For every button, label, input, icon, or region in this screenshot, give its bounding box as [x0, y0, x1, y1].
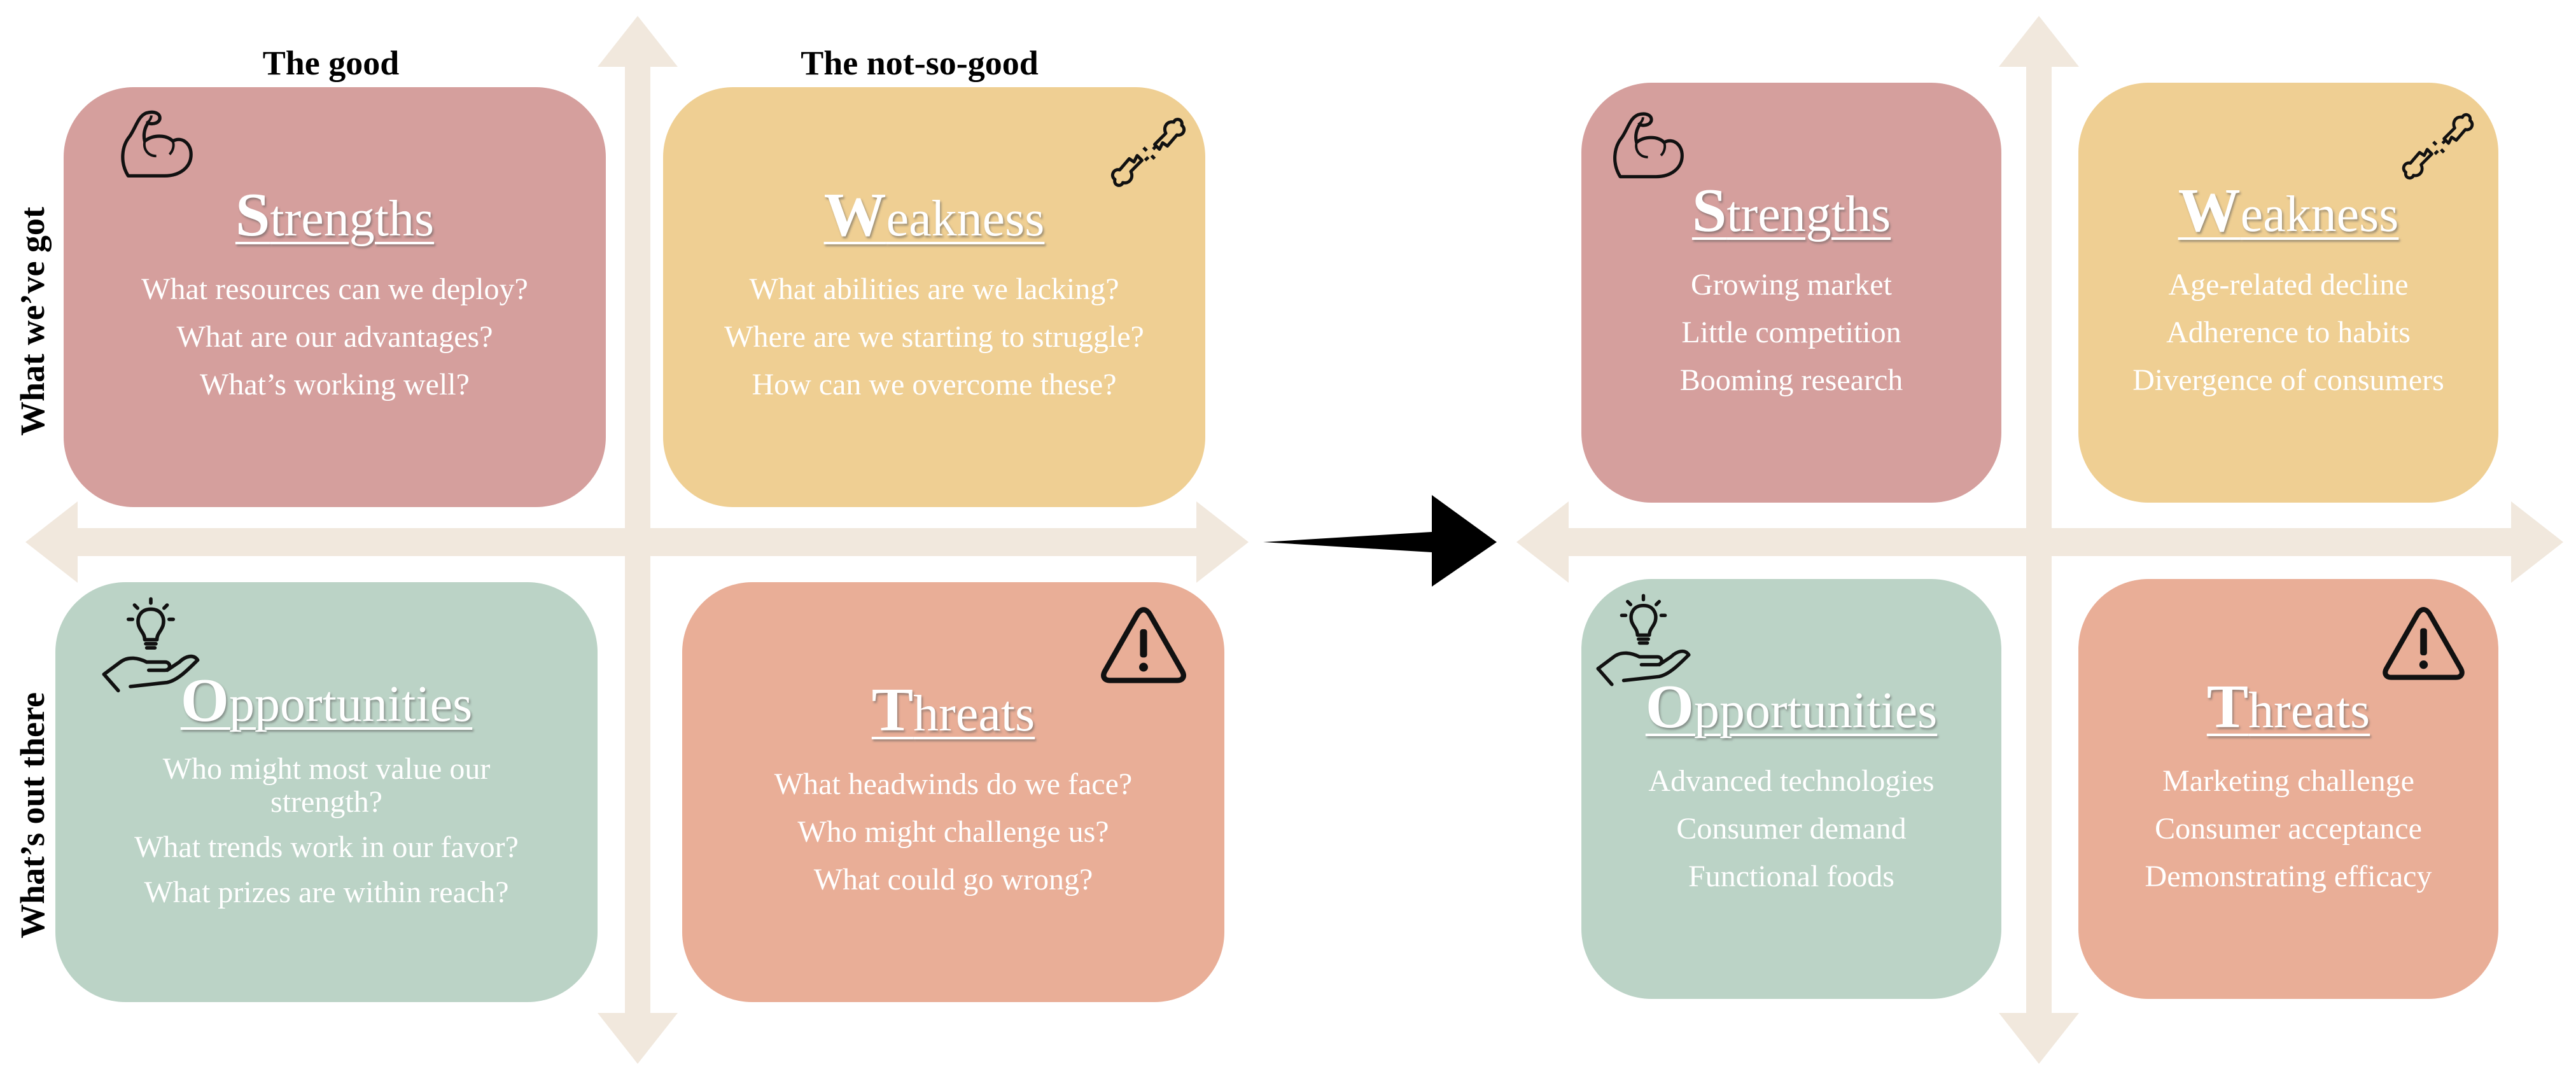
left-axis-arrow-up [598, 16, 678, 67]
right-axis-arrow-left [1516, 501, 1569, 583]
list-item: Growing market [1691, 268, 1892, 302]
weakness-items: Age-related decline Adherence to habits … [2085, 267, 2492, 410]
strengths-items: Growing market Little competition Boomin… [1600, 267, 1982, 410]
left-strengths-card: Strengths What resources can we deploy? … [64, 87, 606, 507]
left-axis-arrow-down [598, 1013, 678, 1064]
right-strengths-card: Strengths Growing market Little competit… [1581, 83, 2001, 503]
column-header-good: The good [262, 44, 400, 82]
threats-title: Threats [2078, 671, 2498, 743]
title-rest: eakness [886, 191, 1045, 247]
broken-bone-icon [2402, 113, 2474, 180]
opportunities-title: Opportunities [55, 665, 598, 736]
title-rest: eakness [2240, 186, 2399, 242]
list-item: What trends work in our favor? [134, 830, 519, 864]
broken-bone-icon [1110, 118, 1186, 187]
title-rest: hreats [913, 686, 1035, 742]
left-opportunities-card: Opportunities Who might most value our s… [55, 582, 598, 1002]
threats-items: Marketing challenge Consumer acceptance … [2097, 764, 2479, 907]
list-item: Advanced technologies [1648, 764, 1935, 798]
list-item: Who might most value our strength? [162, 752, 491, 819]
warning-triangle-icon [1101, 607, 1186, 683]
left-axes [25, 16, 1249, 1064]
right-horizontal-axis [1559, 528, 2526, 556]
right-axis-arrow-right [2511, 501, 2563, 583]
column-header-not-so-good: The not-so-good [801, 44, 1039, 82]
title-initial: S [1691, 176, 1727, 245]
title-rest: hreats [2248, 683, 2370, 739]
opportunities-title: Opportunities [1581, 671, 2001, 743]
strengths-title: Strengths [1581, 175, 2001, 246]
right-opportunities-card: Opportunities Advanced technologies Cons… [1581, 579, 2001, 999]
list-item: What prizes are within reach? [144, 875, 509, 909]
title-rest: pportunities [1694, 683, 1938, 739]
row-header-whats-out-there: What’s out there [13, 692, 52, 938]
list-item: Marketing challenge [2162, 764, 2414, 798]
title-initial: O [180, 666, 230, 735]
list-item: Consumer acceptance [2155, 812, 2422, 846]
weakness-title: Weakness [663, 179, 1205, 251]
list-item: Little competition [1681, 316, 1901, 349]
threats-items: What headwinds do we face? Who might cha… [701, 767, 1205, 910]
row-header-what-weve-got: What we’ve got [13, 207, 52, 436]
list-item: How can we overcome these? [752, 368, 1117, 401]
list-item: What resources can we deploy? [141, 272, 528, 306]
warning-triangle-icon [2383, 607, 2465, 680]
lightbulb-hand-icon [102, 597, 200, 693]
flexed-bicep-icon [1613, 112, 1684, 179]
title-rest: trengths [1726, 186, 1891, 242]
right-axis-arrow-down [1999, 1013, 2079, 1064]
strengths-items: What resources can we deploy? What are o… [83, 272, 587, 415]
title-initial: O [1645, 673, 1695, 741]
list-item: Booming research [1679, 363, 1903, 397]
list-item: Demonstrating efficacy [2145, 860, 2432, 893]
list-item: What headwinds do we face? [774, 767, 1133, 801]
title-rest: pportunities [229, 676, 473, 732]
title-initial: W [2178, 176, 2241, 245]
list-item: What could go wrong? [813, 863, 1093, 896]
threats-title: Threats [682, 674, 1224, 746]
weakness-items: What abilities are we lacking? Where are… [682, 272, 1186, 415]
title-rest: trengths [270, 191, 435, 247]
left-axis-arrow-right [1196, 501, 1249, 583]
weakness-title: Weakness [2078, 175, 2498, 246]
list-item: Who might challenge us? [797, 815, 1109, 849]
left-weakness-card: Weakness What abilities are we lacking? … [663, 87, 1205, 507]
strengths-title: Strengths [64, 179, 606, 251]
right-axis-arrow-up [1999, 16, 2079, 67]
left-horizontal-axis [67, 528, 1206, 556]
left-axis-arrow-left [25, 501, 78, 583]
list-item: What’s working well? [200, 368, 470, 401]
left-threats-card: Threats What headwinds do we face? Who m… [682, 582, 1224, 1002]
list-item: Consumer demand [1676, 812, 1907, 846]
list-item: What are our advantages? [176, 320, 493, 354]
lightbulb-hand-icon [1596, 594, 1691, 687]
list-item: What abilities are we lacking? [749, 272, 1119, 306]
title-initial: T [2206, 673, 2249, 741]
opportunities-items: Who might most value our strength? What … [74, 753, 578, 921]
right-weakness-card: Weakness Age-related decline Adherence t… [2078, 83, 2498, 503]
flexed-bicep-icon [121, 110, 193, 178]
list-item: Where are we starting to struggle? [724, 320, 1144, 354]
right-axes [1516, 16, 2563, 1064]
title-initial: W [823, 181, 886, 249]
list-item: Divergence of consumers [2132, 363, 2444, 397]
transition-arrow [1263, 495, 1497, 587]
title-initial: T [871, 676, 914, 744]
opportunities-items: Advanced technologies Consumer demand Fu… [1600, 764, 1982, 907]
list-item: Functional foods [1688, 860, 1894, 893]
title-initial: S [235, 181, 270, 249]
list-item: Age-related decline [2168, 268, 2409, 302]
list-item: Adherence to habits [2166, 316, 2411, 349]
right-threats-card: Threats Marketing challenge Consumer acc… [2078, 579, 2498, 999]
